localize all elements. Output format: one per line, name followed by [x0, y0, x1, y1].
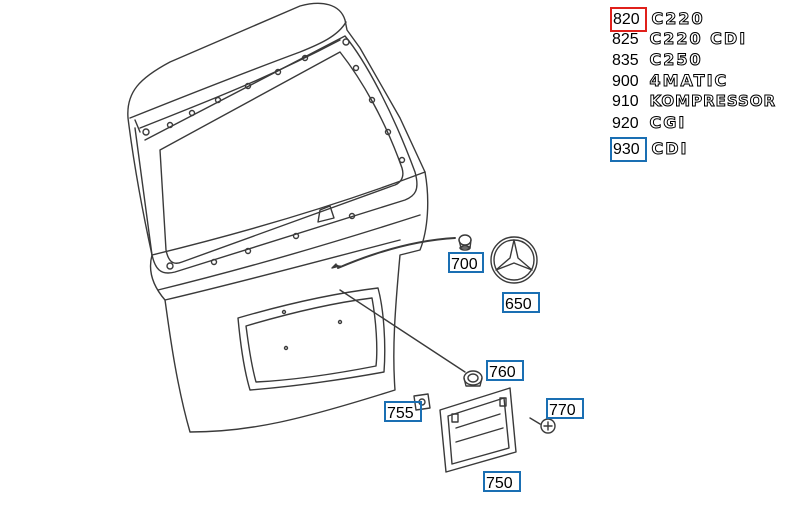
window-glass	[159, 51, 404, 264]
variant-930[interactable]: 930 CDI	[610, 137, 689, 162]
variant-badge: KOMPRESSOR	[649, 92, 777, 111]
variant-badge: C250	[649, 50, 703, 70]
screw-770	[529, 417, 556, 434]
bushing-700	[458, 234, 472, 251]
variant-code: 910	[612, 93, 639, 110]
variant-910[interactable]: 910 KOMPRESSOR	[612, 91, 776, 112]
variant-code: 900	[612, 73, 639, 90]
plate-recess	[237, 287, 386, 391]
callout-755[interactable]: 755	[384, 401, 422, 422]
variant-badge: CDI	[651, 139, 689, 159]
variant-835[interactable]: 835 C250	[612, 49, 703, 70]
variant-code: 835	[612, 52, 639, 69]
callout-760[interactable]: 760	[486, 360, 524, 381]
variant-badge: C220	[651, 9, 705, 29]
spoiler	[129, 21, 347, 119]
variant-code: 920	[612, 115, 639, 132]
tailgate-outline	[127, 2, 429, 433]
variant-code: 820	[610, 7, 647, 32]
variant-900[interactable]: 900 4MATIC	[612, 70, 728, 91]
body-crease	[151, 171, 426, 256]
callout-700[interactable]: 700	[448, 252, 484, 273]
variant-920[interactable]: 920 CGI	[612, 112, 686, 133]
window-frame	[134, 35, 418, 274]
handle-bracket	[317, 205, 335, 223]
callout-770[interactable]: 770	[546, 398, 584, 419]
variant-820[interactable]: 820 C220	[610, 7, 705, 32]
plate-holder-750	[439, 387, 517, 473]
variant-code: 825	[612, 31, 639, 48]
variant-badge: CGI	[649, 113, 687, 133]
callout-650[interactable]: 650	[502, 292, 540, 313]
star-emblem-650	[490, 236, 538, 284]
arrow-head	[331, 263, 341, 269]
variant-badge: 4MATIC	[649, 71, 729, 91]
callout-750[interactable]: 750	[483, 471, 521, 492]
grommet-760	[463, 370, 483, 387]
variant-825[interactable]: 825 C220 CDI	[612, 28, 747, 49]
variant-code: 930	[610, 137, 647, 162]
variant-badge: C220 CDI	[649, 29, 748, 49]
